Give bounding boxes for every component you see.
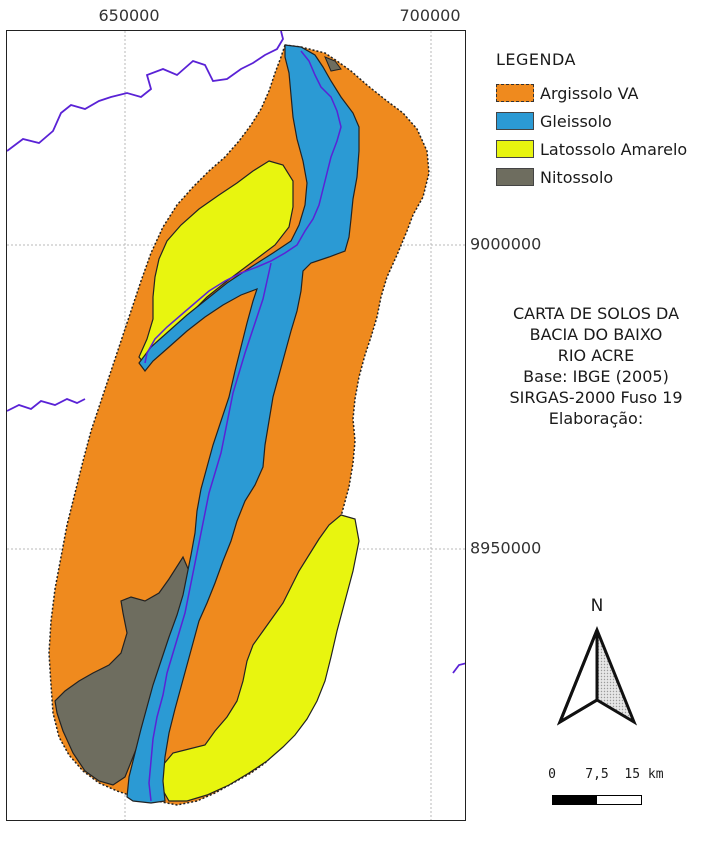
- north-arrow-icon: [556, 625, 638, 726]
- map-title-line-2: BACIA DO BAIXO: [529, 325, 663, 344]
- map-frame[interactable]: [6, 30, 466, 821]
- legend-item-argissolo: Argissolo VA: [496, 79, 687, 107]
- legend-item-gleissolo: Gleissolo: [496, 107, 687, 135]
- legend-title: LEGENDA: [496, 50, 576, 69]
- scale-segment-black: [553, 796, 597, 804]
- scale-tick-0: 0: [548, 767, 556, 782]
- legend-item-nitossolo: Nitossolo: [496, 163, 687, 191]
- boundary-line-west: [7, 398, 86, 412]
- legend-label-argissolo: Argissolo VA: [540, 83, 639, 103]
- legend-swatch-latossolo: [496, 140, 534, 158]
- scale-tick-7-5: 7,5: [585, 767, 609, 782]
- north-label: N: [590, 596, 604, 616]
- legend-label-latossolo: Latossolo Amarelo: [540, 139, 688, 159]
- grid-label-x-700000: 700000: [399, 6, 461, 25]
- scale-bar-graphic: [552, 795, 642, 805]
- legend-swatch-argissolo: [496, 84, 534, 102]
- scale-bar: 0 7,5 15 km: [540, 767, 690, 817]
- river-acre: [144, 50, 342, 802]
- map-source: Base: IBGE (2005): [523, 367, 669, 386]
- scale-tick-15: 15 km: [624, 767, 664, 782]
- north-arrow: N: [552, 596, 642, 746]
- grid-label-y-8950000: 8950000: [470, 538, 542, 558]
- soil-map: [7, 31, 465, 820]
- boundary-line-north: [7, 31, 284, 152]
- map-title-line-1: CARTA DE SOLOS DA: [512, 304, 680, 323]
- legend-swatch-nitossolo: [496, 168, 534, 186]
- legend-label-gleissolo: Gleissolo: [540, 111, 612, 131]
- grid-label-y-9000000: 9000000: [470, 234, 542, 254]
- legend-swatch-gleissolo: [496, 112, 534, 130]
- map-title-line-3: RIO ACRE: [557, 346, 635, 365]
- legend: LEGENDA Argissolo VA Gleissolo Latossolo…: [496, 50, 687, 191]
- legend-label-nitossolo: Nitossolo: [540, 167, 614, 187]
- map-author: Elaboração:: [548, 409, 644, 428]
- map-info: CARTA DE SOLOS DA BACIA DO BAIXO RIO ACR…: [476, 303, 716, 429]
- scale-segment-white: [597, 796, 641, 804]
- boundary-line-east: [452, 662, 465, 674]
- region-nitossolo-north: [324, 56, 342, 72]
- map-projection: SIRGAS-2000 Fuso 19: [509, 388, 683, 407]
- legend-item-latossolo: Latossolo Amarelo: [496, 135, 687, 163]
- grid-label-x-650000: 650000: [98, 6, 160, 25]
